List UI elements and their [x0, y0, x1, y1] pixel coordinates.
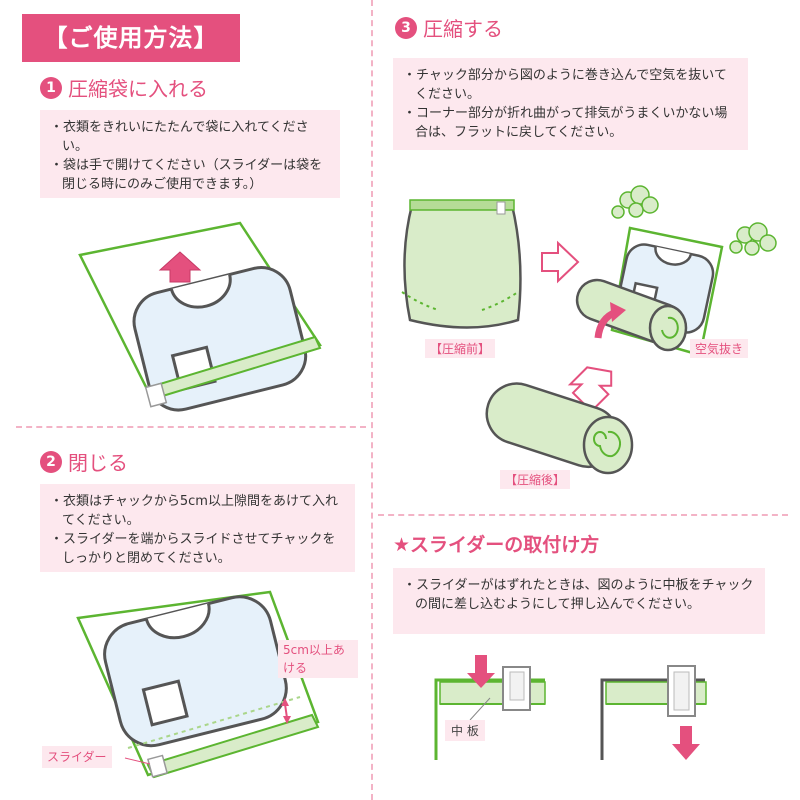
step2-note: ・スライダーを端からスライドさせてチャックをしっかりと閉めてください。 — [50, 532, 336, 566]
slider-icon — [144, 382, 168, 408]
step1-note: ・袋は手で開けてください（スライダーは袋を閉じる時にのみご使用できます。） — [50, 158, 323, 192]
step1-note: ・衣類をきれいにたたんで袋に入れてください。 — [50, 120, 309, 154]
step1-instructions: ・衣類をきれいにたたんで袋に入れてください。 ・袋は手で開けてください（スライダ… — [40, 110, 340, 198]
full-bag-icon — [401, 199, 522, 329]
gap-label: 5cm以上あける — [278, 640, 358, 678]
slider-label: スライダー — [42, 746, 112, 768]
step3-note: ・チャック部分から図のように巻き込んで空気を抜いてください。 — [403, 68, 727, 102]
shirt-icon — [103, 595, 288, 748]
step3-title: 圧縮する — [423, 17, 503, 41]
slider-section-title: ★スライダーの取付け方 — [393, 534, 600, 556]
arrow-down-icon — [672, 726, 700, 760]
step1-title: 圧縮袋に入れる — [68, 77, 208, 101]
step3-note: ・コーナー部分が折れ曲がって排気がうまくいかない場合は、フラットに戻してください… — [403, 106, 728, 140]
shirt-icon — [132, 266, 308, 412]
step3-number: 3 — [395, 16, 417, 39]
after-label: 【圧縮後】 — [500, 470, 571, 489]
right-horizontal-divider — [378, 514, 788, 516]
step3-instructions: ・チャック部分から図のように巻き込んで空気を抜いてください。 ・コーナー部分が折… — [393, 58, 748, 150]
step2-number: 2 — [40, 450, 62, 473]
slider-note: ・スライダーがはずれたときは、図のように中板をチャックの間に差し込むようにして押… — [403, 578, 754, 612]
vertical-divider — [371, 0, 373, 800]
step1-number: 1 — [40, 76, 62, 99]
air-label: 空気抜き — [690, 339, 749, 358]
slider-icon — [147, 754, 169, 778]
slider-insert-right — [600, 665, 707, 760]
rolling-bag-icon — [575, 226, 724, 357]
step1-heading: 1 圧縮袋に入れる — [40, 73, 208, 102]
step2-heading: 2 閉じる — [40, 447, 128, 476]
slider-insert-left — [434, 655, 546, 760]
rolled-bag-icon — [485, 382, 634, 475]
step2-instructions: ・衣類はチャックから5cm以上隙間をあけて入れてください。 ・スライダーを端から… — [40, 484, 355, 572]
air-puff-icon — [611, 185, 659, 219]
gap-line — [127, 696, 301, 749]
plate-label: 中 板 — [445, 720, 485, 741]
slider-instructions: ・スライダーがはずれたときは、図のように中板をチャックの間に差し込むようにして押… — [393, 568, 765, 634]
before-label: 【圧縮前】 — [425, 339, 496, 358]
step2-title: 閉じる — [68, 451, 128, 475]
step3-heading: 3 圧縮する — [395, 13, 503, 42]
step2-note: ・衣類はチャックから5cm以上隙間をあけて入れてください。 — [50, 494, 338, 528]
left-horizontal-divider — [16, 426, 366, 428]
gap-arrow-icon — [284, 703, 288, 719]
arrow-right-icon — [541, 240, 580, 284]
arrow-down-icon — [467, 655, 495, 688]
arrow-up-icon — [158, 251, 202, 283]
page-title: 【ご使用方法】 — [22, 14, 240, 62]
air-puff-icon — [729, 222, 777, 256]
